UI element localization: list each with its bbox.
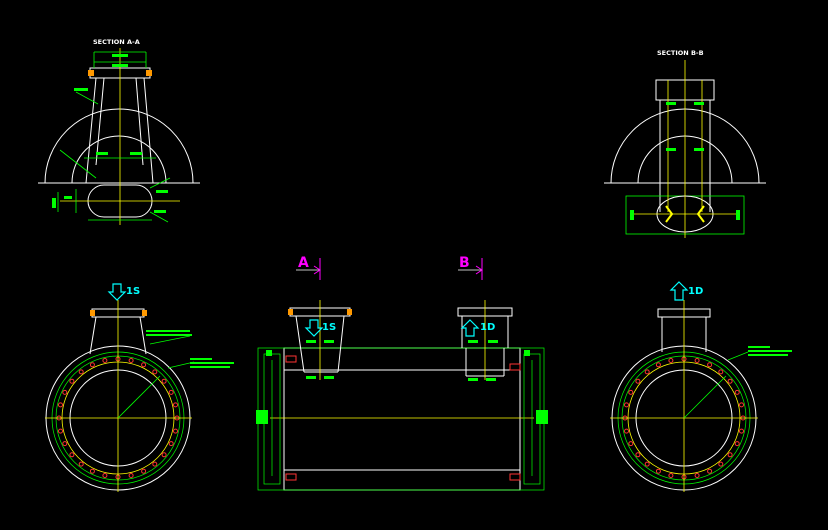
section-a-a-view: SECTION A-A bbox=[38, 38, 200, 225]
bolt-hole bbox=[734, 441, 740, 447]
bolt-hole bbox=[161, 452, 167, 458]
bolt-hole bbox=[78, 369, 84, 375]
bolt-hole bbox=[161, 378, 167, 384]
bolt-hole bbox=[635, 452, 641, 458]
bolt-hole bbox=[727, 378, 733, 384]
bolt-hole bbox=[173, 402, 178, 408]
bolt-hole bbox=[624, 402, 629, 408]
bolt-hole bbox=[727, 452, 733, 458]
bolt-hole bbox=[152, 369, 158, 375]
bolt-hole bbox=[655, 468, 661, 474]
bolt-hole bbox=[141, 362, 147, 368]
cut-marker-a: A bbox=[296, 255, 321, 280]
bolt-hole bbox=[707, 362, 713, 368]
bolt-hole bbox=[644, 369, 650, 375]
bolt-hole bbox=[128, 473, 134, 478]
discharge-label-right: 1D bbox=[688, 286, 703, 297]
bolt-hole bbox=[173, 428, 178, 434]
bolt-hole bbox=[69, 378, 75, 384]
right-end-view: 1D bbox=[610, 281, 792, 492]
bolt-hole bbox=[168, 389, 174, 395]
bolt-hole bbox=[102, 358, 108, 363]
bolt-hole bbox=[734, 389, 740, 395]
suction-marker-mid: 1S bbox=[304, 319, 336, 337]
bolt-hole bbox=[102, 473, 108, 478]
bolt-hole bbox=[58, 402, 63, 408]
suction-label-left: 1S bbox=[126, 286, 140, 297]
discharge-marker-right: 1D bbox=[669, 281, 703, 301]
suction-label-mid: 1S bbox=[322, 322, 336, 333]
bolt-hole bbox=[694, 473, 700, 478]
section-a-a-title: SECTION A-A bbox=[93, 38, 140, 46]
cut-label-b: B bbox=[459, 255, 470, 271]
bolt-hole bbox=[718, 461, 724, 467]
arrow-down-icon bbox=[107, 283, 127, 301]
bolt-hole bbox=[718, 369, 724, 375]
discharge-label-mid: 1D bbox=[480, 322, 495, 333]
bolt-hole bbox=[69, 452, 75, 458]
arrow-up-icon bbox=[669, 281, 689, 301]
bolt-hole bbox=[694, 358, 700, 363]
left-end-view: 1S bbox=[45, 283, 234, 492]
bolt-hole bbox=[644, 461, 650, 467]
bolt-hole bbox=[739, 402, 744, 408]
bolt-hole bbox=[628, 389, 634, 395]
bolt-hole bbox=[624, 428, 629, 434]
cut-label-a: A bbox=[298, 255, 309, 271]
bolt-hole bbox=[62, 389, 68, 395]
bolt-hole bbox=[655, 362, 661, 368]
bolt-hole bbox=[58, 428, 63, 434]
bolt-hole bbox=[168, 441, 174, 447]
arrow-down-icon bbox=[304, 319, 324, 337]
bolt-hole bbox=[141, 468, 147, 474]
bolt-hole bbox=[668, 358, 674, 363]
cut-marker-b: B bbox=[458, 255, 483, 280]
bolt-hole bbox=[707, 468, 713, 474]
bolt-hole bbox=[78, 461, 84, 467]
arrow-up-icon bbox=[460, 319, 480, 337]
section-b-b-title: SECTION B-B bbox=[657, 49, 704, 57]
bolt-hole bbox=[89, 362, 95, 368]
section-b-b-view: SECTION B-B bbox=[604, 49, 766, 238]
bolt-hole bbox=[668, 473, 674, 478]
suction-marker-left: 1S bbox=[107, 283, 140, 301]
bolt-hole bbox=[152, 461, 158, 467]
elevation-view: A B bbox=[256, 255, 548, 491]
bolt-hole bbox=[635, 378, 641, 384]
discharge-marker-mid: 1D bbox=[460, 319, 495, 337]
bolt-hole bbox=[128, 358, 134, 363]
bolt-hole bbox=[628, 441, 634, 447]
bolt-hole bbox=[62, 441, 68, 447]
bolt-hole bbox=[89, 468, 95, 474]
bolt-hole bbox=[739, 428, 744, 434]
